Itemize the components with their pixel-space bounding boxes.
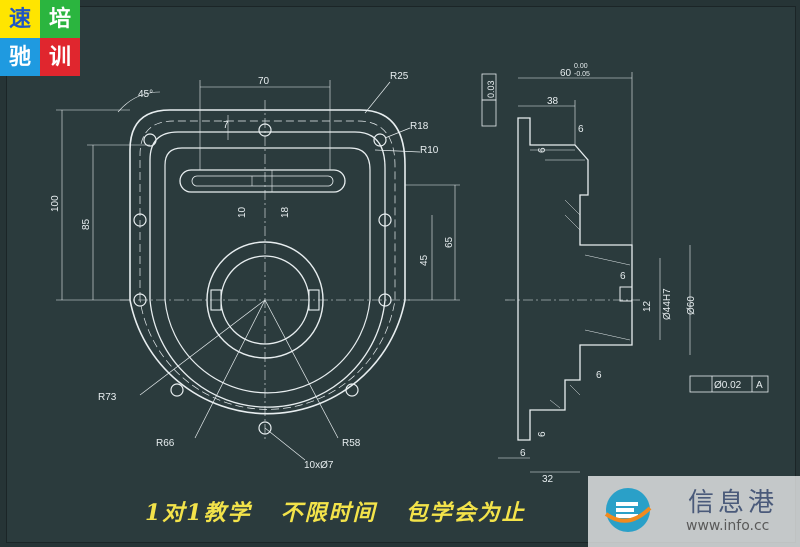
dim-7: 7 (223, 120, 229, 131)
dim-6e: 6 (537, 431, 548, 437)
bolt-circle (139, 120, 396, 410)
gdt-frame (689, 375, 769, 393)
dim-r66: R66 (156, 438, 175, 449)
dim-18: 18 (280, 206, 291, 218)
drawing-canvas (6, 6, 796, 543)
dim-100: 100 (50, 195, 61, 212)
tol-lower: -0.05 (574, 71, 590, 78)
watermark: 信息港 www.info.cc (588, 476, 800, 547)
inner-contour (149, 131, 386, 408)
logo-char-4: 训 (40, 38, 80, 76)
dim-6c: 6 (620, 271, 626, 282)
watermark-url: www.info.cc (686, 518, 770, 534)
gdt-tolerance: Ø0.02 (714, 380, 742, 391)
tol-upper: 0.00 (574, 63, 588, 70)
side-section (517, 117, 633, 441)
bolt-holes (133, 123, 392, 435)
slot (179, 169, 346, 193)
brand-logo: 速 培 驰 训 (0, 0, 80, 76)
front-dim-text: 45° 70 R25 R18 R10 7 100 85 10 18 65 45 … (50, 71, 455, 471)
outer-contour (129, 109, 406, 415)
dim-6b: 6 (537, 147, 548, 153)
logo-char-3: 驰 (0, 38, 40, 76)
dim-r10: R10 (420, 145, 439, 156)
recess-contour (164, 147, 371, 394)
side-dim-lines (498, 72, 691, 473)
dim-6a: 6 (578, 124, 584, 135)
logo-char-2: 培 (40, 0, 80, 38)
radius-leaders (139, 81, 421, 461)
dim-6d: 6 (596, 370, 602, 381)
dim-45: 45 (419, 254, 430, 266)
dim-d44: Ø44H7 (662, 288, 673, 320)
section-hatch (530, 149, 631, 409)
watermark-name: 信息港 (688, 488, 779, 518)
dim-10: 10 (237, 206, 248, 218)
dim-r73: R73 (98, 392, 117, 403)
side-view: 0.03 60 0.00 -0.05 38 6 6 6 12 Ø44H7 Ø60… (481, 63, 769, 485)
dim-65: 65 (444, 236, 455, 248)
side-dim-text: 0.03 60 0.00 -0.05 38 6 6 6 12 Ø44H7 Ø60… (486, 63, 763, 485)
flatness-value: 0.03 (486, 80, 496, 98)
watermark-logo-icon (604, 488, 652, 532)
dim-38: 38 (547, 96, 559, 107)
dim-32: 32 (542, 474, 554, 485)
dim-6f: 6 (520, 448, 526, 459)
logo-char-1: 速 (0, 0, 40, 38)
slogan-text: 1对1教学 不限时间 包学会为止 (145, 500, 526, 526)
slot-inner (191, 175, 334, 187)
front-view: 45° 70 R25 R18 R10 7 100 85 10 18 65 45 … (50, 71, 460, 471)
dim-85: 85 (81, 218, 92, 230)
dim-r18: R18 (410, 121, 429, 132)
dim-r58: R58 (342, 438, 361, 449)
dim-60: 60 (560, 68, 572, 79)
dim-45deg: 45° (138, 89, 153, 100)
gdt-datum: A (756, 380, 763, 391)
dim-d60: Ø60 (686, 296, 697, 315)
dimension-lines (56, 80, 460, 301)
dim-r25: R25 (390, 71, 409, 82)
dim-12: 12 (642, 300, 653, 312)
dim-70: 70 (258, 76, 270, 87)
dim-holes: 10xØ7 (304, 460, 334, 471)
